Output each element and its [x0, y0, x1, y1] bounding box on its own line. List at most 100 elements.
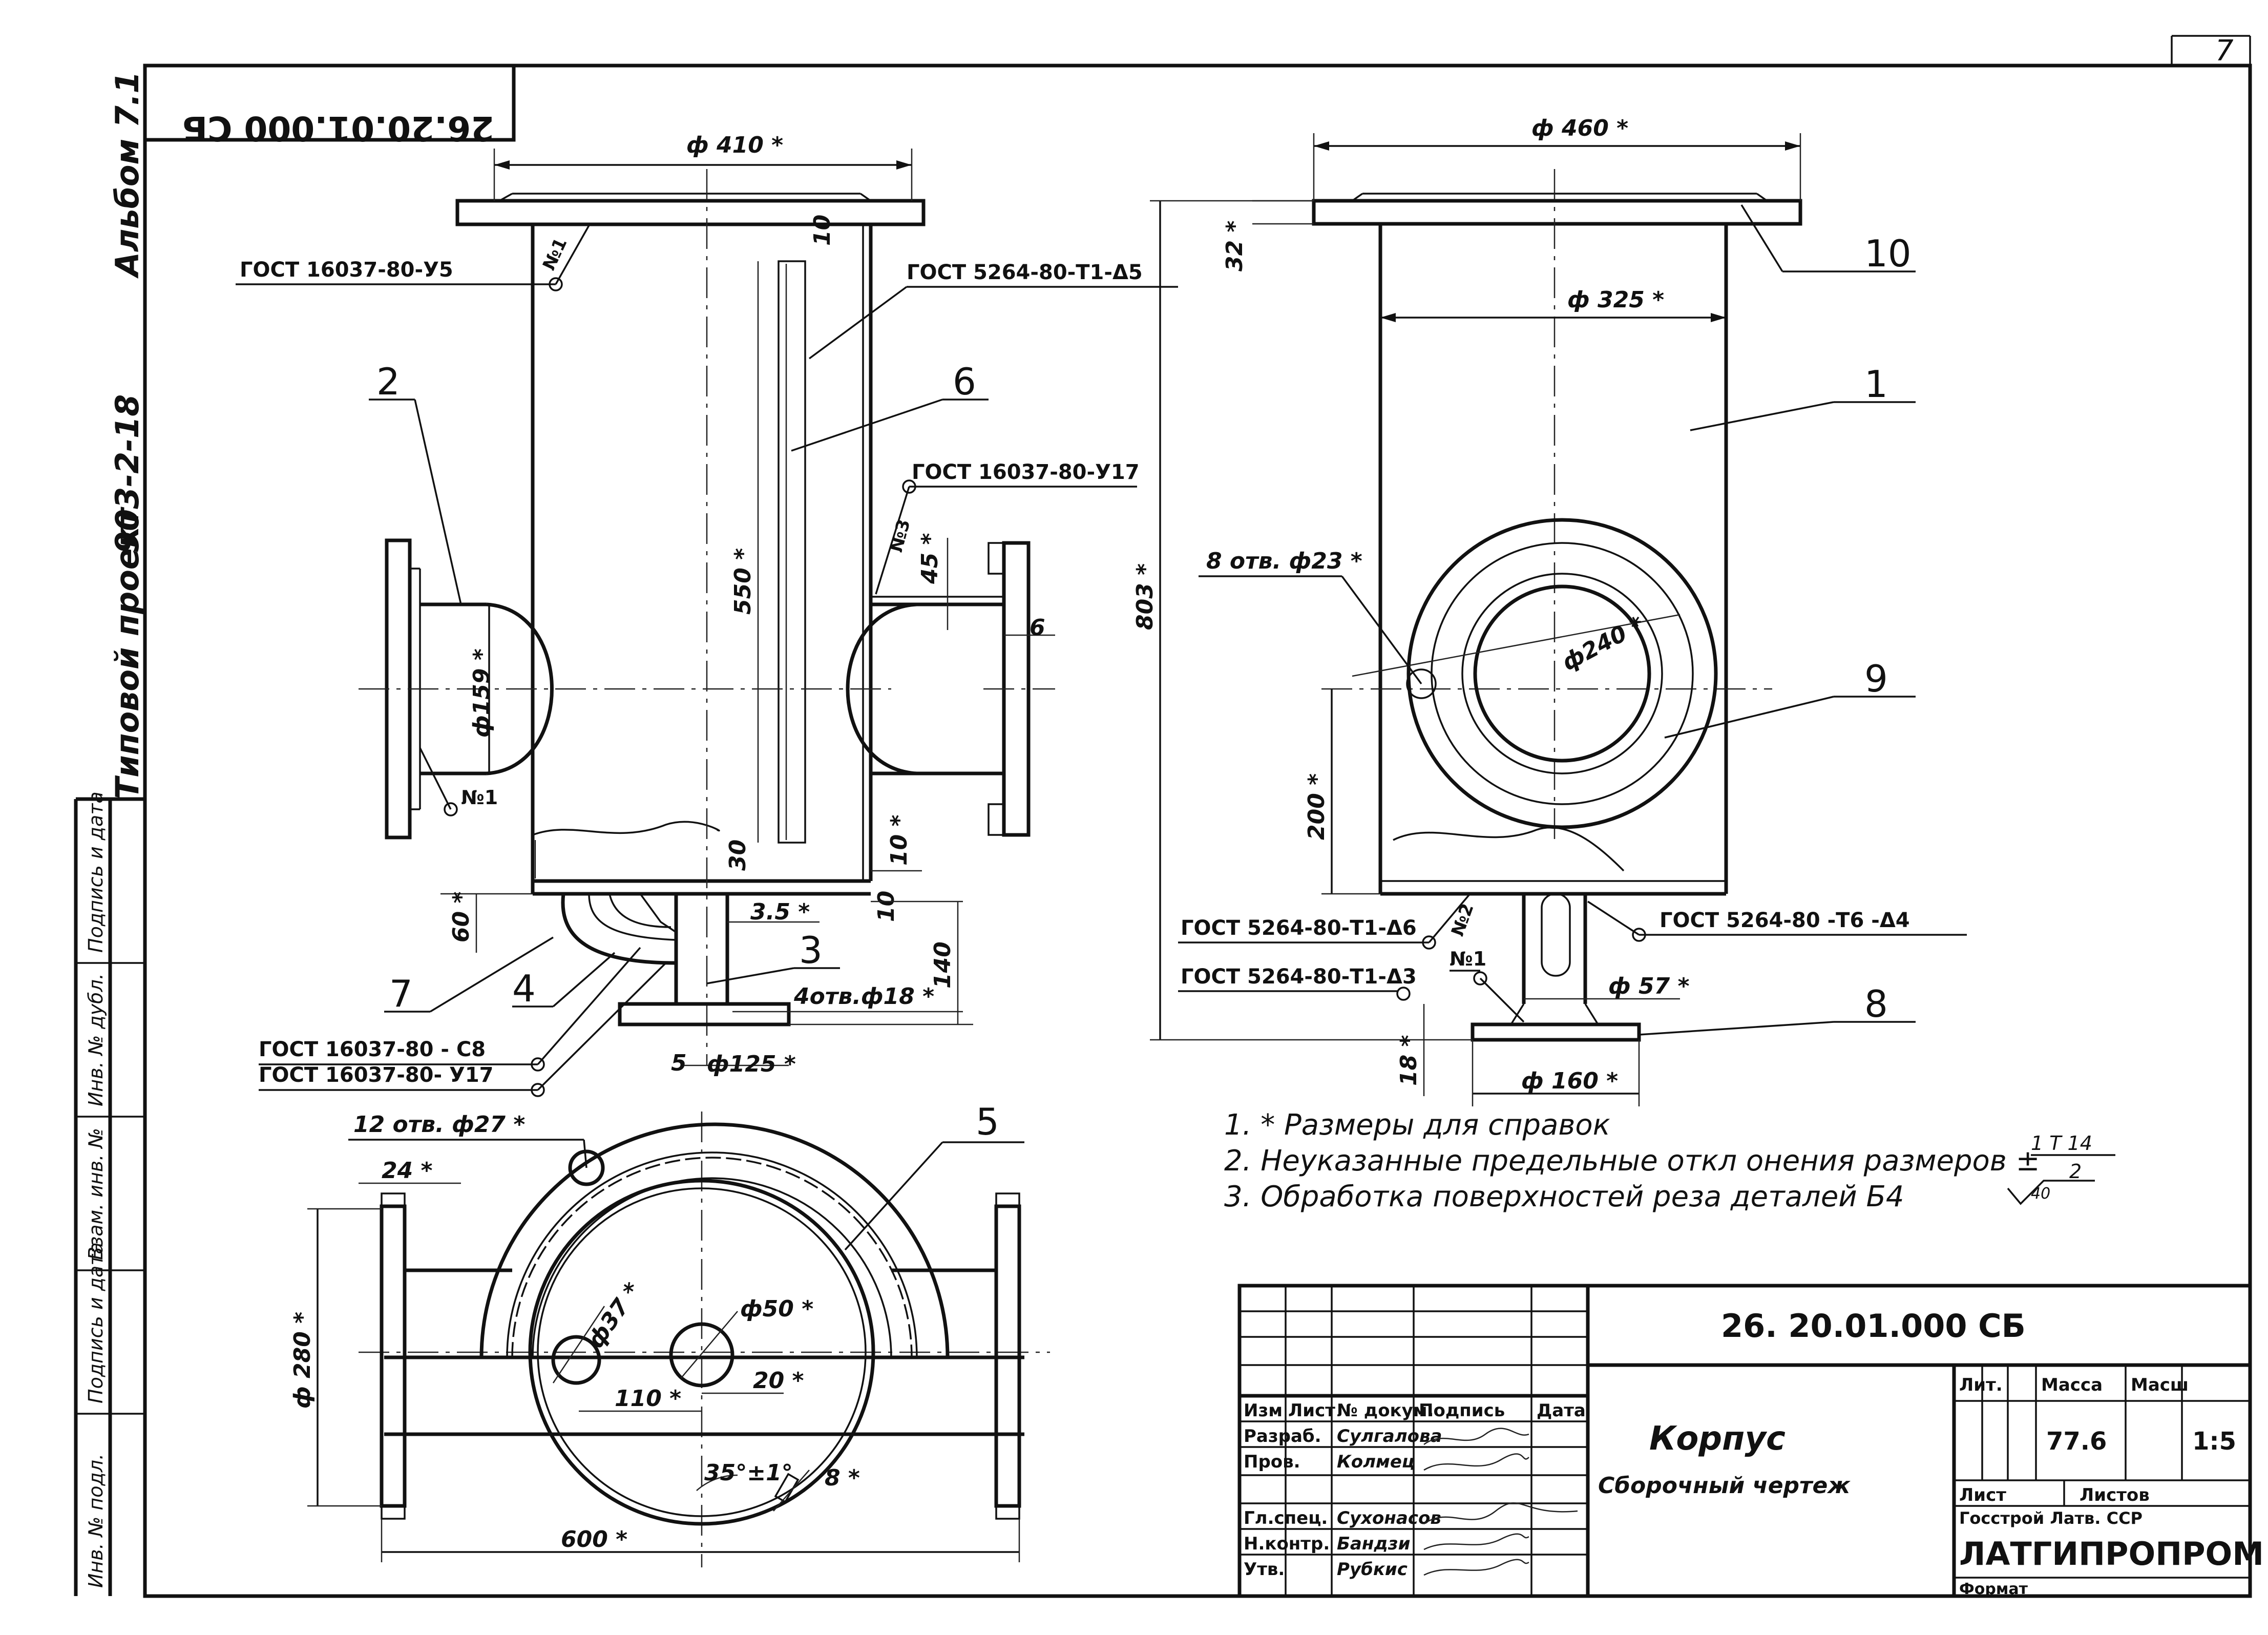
plan-bolt-hole: [568, 1149, 605, 1186]
front-right-nozzle: [846, 602, 917, 775]
pos-6: 6: [953, 360, 976, 403]
dim-h32: 32 *: [1222, 220, 1248, 271]
front-inner-tube: [778, 260, 806, 844]
roughness-value: 40: [2031, 1185, 2050, 1203]
side-drain-flange: [1471, 1022, 1641, 1042]
gost-side-right: ГОСТ 5264-80 -Т6 -Δ4: [1660, 909, 1910, 932]
pos-4: 4: [512, 967, 536, 1010]
pos-2: 2: [376, 360, 400, 403]
plan-view: 12 отв. ф27 * 24 * ф 280 * ф37 * ф50 * 1…: [289, 1100, 1050, 1567]
dim-h200: 200 *: [1304, 773, 1330, 840]
dim-holes23: 8 отв. ф23 *: [1206, 548, 1362, 574]
signature-4: [1423, 1533, 1529, 1550]
tb-role-4: Гл.спец.: [1244, 1508, 1328, 1528]
dim-d125: ф125 *: [707, 1051, 796, 1077]
dim-t6: 6: [1030, 615, 1045, 641]
dim-h45: 45 *: [917, 533, 943, 584]
dim-h60: 60 *: [448, 891, 474, 942]
dim-h140: 140: [930, 941, 956, 989]
tb-format-label: Формат: [1959, 1580, 2028, 1598]
tb-name-6: Рубкис: [1337, 1559, 1408, 1580]
front-view: ф 410 * 10 550 * 45 * 6 ф159 * 30 10 * 1…: [236, 132, 1178, 1097]
dim-d37: ф37 *: [582, 1278, 646, 1353]
tb-org-1: Госстрой Латв. ССР: [1959, 1508, 2143, 1528]
pos-10: 10: [1864, 232, 1912, 275]
tb-sheet-label: Лист: [1959, 1485, 2006, 1505]
front-top-flange: [455, 199, 926, 226]
tolerance-numerator: 1 Т 14: [2031, 1132, 2092, 1155]
dim-holes18: 4отв.ф18 *: [793, 983, 934, 1010]
dim-holes27: 12 отв. ф27 *: [353, 1112, 525, 1138]
tb-role-2: Пров.: [1244, 1452, 1300, 1472]
gost-front-bottom-2: ГОСТ 16037-80- У17: [259, 1063, 494, 1087]
plan-hole-d50: [669, 1322, 734, 1388]
tb-role-5: Н.контр.: [1244, 1534, 1330, 1554]
gost-front-nozzle-right: ГОСТ 16037-80-У17: [912, 460, 1140, 484]
dim-h10-mid: 10 *: [886, 814, 912, 866]
tb-header-date: Дата: [1537, 1400, 1586, 1421]
tb-header-izm: Изм: [1244, 1400, 1283, 1421]
tolerance-denominator: 2: [2069, 1160, 2082, 1183]
weld-mark-front-1: №1: [539, 235, 572, 273]
notes-block: 1. * Размеры для справок 2. Неуказанные …: [1224, 1108, 2115, 1213]
side-bolt-hole: [1406, 668, 1437, 699]
tb-mass-label: Масса: [2041, 1375, 2103, 1395]
signature-5: [1423, 1559, 1529, 1576]
tb-org-2: ЛАТГИПРОПРОМ: [1959, 1535, 2264, 1573]
tb-designation: 26. 20.01.000 СБ: [1721, 1307, 2026, 1345]
plan-body-circle: [528, 1179, 875, 1526]
dim-d57: ф 57 *: [1608, 973, 1690, 999]
tb-doc-type: Сборочный чертеж: [1598, 1473, 1851, 1499]
side-view: ф 460 * 32 * ф 325 * 803 * 8 отв. ф23 * …: [1132, 115, 1967, 1106]
side-field-5: Подпись и дата: [85, 791, 107, 953]
dim-h803: 803 *: [1132, 563, 1158, 630]
note-1: 1. * Размеры для справок: [1224, 1108, 1610, 1142]
dim-angle: 35°±1°: [704, 1460, 793, 1486]
roughness-symbol: [2007, 1180, 2095, 1205]
side-top-flange: [1312, 199, 1802, 226]
weld-mark-side-1: №1: [1450, 948, 1486, 970]
plan-flange-outer: [479, 1122, 950, 1358]
stamp-designation: 26.20.01.000 СБ: [182, 109, 494, 148]
side-field-1: Инв. № подл.: [85, 1454, 107, 1588]
dim-d160: ф 160 *: [1521, 1068, 1618, 1094]
tb-mass: 77.6: [2046, 1427, 2107, 1456]
gost-side-left-1: ГОСТ 5264-80-Т1-Δ6: [1181, 916, 1417, 940]
dim-d325: ф 325 *: [1567, 287, 1664, 313]
tb-role-1: Разраб.: [1244, 1426, 1321, 1447]
dim-h10-top: 10: [809, 215, 835, 246]
dim-d159: ф159 *: [469, 648, 495, 738]
side-field-2: Подпись и дата: [85, 1242, 107, 1403]
dim-x110: 110 *: [615, 1386, 681, 1412]
dim-w24: 24 *: [382, 1158, 433, 1184]
tb-scale-label: Масш: [2131, 1375, 2189, 1395]
tb-name: Корпус: [1649, 1420, 1786, 1458]
dim-h10-low: 10: [873, 891, 899, 922]
dim-h550: 550 *: [730, 548, 756, 615]
tb-name-1: Сулгалова: [1337, 1426, 1442, 1447]
dim-w8: 8 *: [825, 1465, 860, 1491]
drawing-frame: [143, 64, 2252, 1598]
front-drain-bend: [561, 893, 677, 965]
album-label: Альбом 7.1: [109, 71, 146, 279]
tb-name-2: Колмец: [1337, 1452, 1415, 1472]
tb-sheets-label: Листов: [2080, 1485, 2150, 1505]
signature-2: [1423, 1453, 1529, 1471]
dim-h30: 30: [725, 840, 751, 871]
dim-h35: 3.5 *: [750, 899, 810, 925]
project-type-label: Типовой проект: [109, 507, 146, 799]
pos-9: 9: [1864, 657, 1888, 700]
gost-front-top: ГОСТ 16037-80-У5: [240, 258, 453, 282]
pos-8: 8: [1864, 982, 1888, 1025]
dim-d280: ф 280 *: [289, 1312, 316, 1409]
dim-t5: 5: [671, 1050, 687, 1076]
plan-hole-d37: [551, 1335, 601, 1385]
tb-name-4: Сухонасов: [1337, 1508, 1441, 1528]
pos-5: 5: [976, 1100, 999, 1143]
signature-3: [1423, 1502, 1578, 1525]
note-3: 3. Обработка поверхностей реза деталей Б…: [1224, 1180, 1904, 1213]
front-drain-flange: [618, 1002, 791, 1026]
side-field-4: Инв. № дубл.: [85, 973, 107, 1106]
